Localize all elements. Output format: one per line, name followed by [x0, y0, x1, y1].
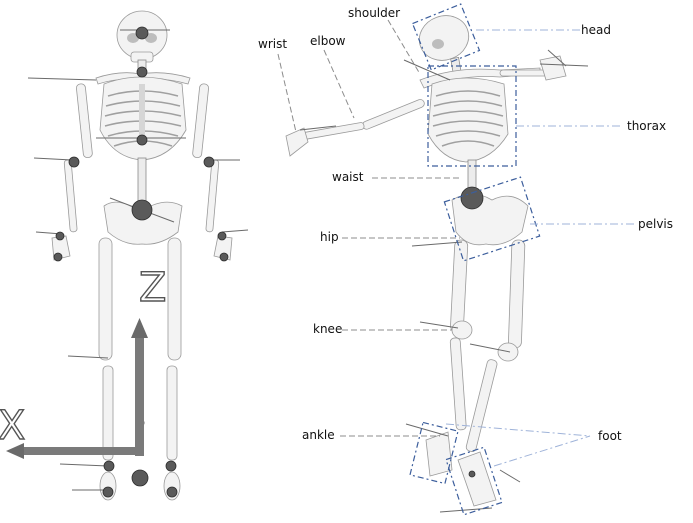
front-eye-socket-right [145, 33, 157, 43]
front-joint-hand-left [219, 252, 229, 262]
label-ankle: ankle [302, 428, 335, 442]
label-hip: hip [320, 230, 339, 244]
front-joint-foot-left [166, 486, 178, 498]
x-axis-arrowhead [6, 443, 24, 459]
front-joint-neck [136, 66, 148, 78]
front-tibia-left [166, 365, 178, 461]
front-joint-elbow-right [68, 156, 80, 168]
posed-hand-left [539, 55, 567, 81]
front-joint-hand-right [53, 252, 63, 262]
segment-leader-lines [445, 29, 636, 467]
front-joint-ankle-right [103, 460, 115, 472]
z-axis-label: Z [138, 265, 167, 311]
front-joint-ankle-left [165, 460, 177, 472]
posed-skeleton [277, 3, 636, 516]
label-knee: knee [313, 322, 343, 336]
label-head: head [581, 23, 611, 37]
label-foot: foot [598, 429, 622, 443]
front-joint-wrist-right [55, 231, 65, 241]
posed-arm-left [499, 69, 549, 77]
front-joint-head [135, 26, 149, 40]
label-elbow: elbow [310, 34, 346, 48]
front-sternum [139, 84, 145, 144]
posed-marker-lines [299, 49, 589, 513]
posed-tibia-right [449, 337, 467, 431]
z-axis-arrow [135, 336, 144, 456]
posed-femur-right [450, 239, 469, 333]
front-joint-pelvis [131, 199, 153, 221]
posed-forearm-right [302, 122, 365, 140]
front-eye-socket-left [127, 33, 139, 43]
z-axis-arrowhead [131, 318, 148, 338]
posed-ribcage [427, 77, 509, 163]
front-skeleton [6, 10, 249, 501]
front-forearm-right [63, 159, 78, 233]
front-forearm-left [205, 159, 220, 233]
posed-foot-left [457, 451, 497, 507]
box-foot-left [445, 446, 503, 516]
front-femur-left [167, 237, 182, 361]
posed-lumbar-spine [467, 159, 477, 191]
posed-ribs [432, 90, 504, 147]
front-humerus-right [76, 83, 93, 159]
front-joint-origin [131, 469, 149, 487]
posed-foot-right [425, 431, 453, 477]
label-shoulder: shoulder [348, 6, 401, 20]
front-femur-right [98, 237, 113, 361]
joint-leader-lines [277, 19, 462, 437]
x-axis-arrow [22, 447, 140, 455]
front-hand-left [213, 235, 233, 261]
label-thorax: thorax [627, 119, 667, 133]
posed-hand-right [285, 127, 309, 157]
front-joint-wrist-left [217, 231, 227, 241]
box-pelvis [443, 176, 541, 262]
front-humerus-left [192, 83, 209, 159]
posed-knee-right [451, 320, 473, 340]
posed-tibia-left [465, 359, 498, 452]
front-joint-thorax [136, 134, 148, 146]
front-joint-elbow-left [203, 156, 215, 168]
label-wrist: wrist [258, 37, 288, 51]
posed-joint-waist [460, 186, 484, 210]
label-pelvis: pelvis [638, 217, 674, 231]
posed-joint-foot [468, 470, 476, 478]
box-foot-right [409, 421, 459, 485]
posed-humerus-right [362, 99, 425, 130]
front-tibia-right [102, 365, 114, 461]
label-waist: waist [332, 170, 364, 184]
posed-eye-socket [432, 39, 444, 49]
x-axis-label: X [0, 403, 26, 449]
box-head [411, 3, 481, 71]
posed-femur-left [508, 239, 526, 349]
box-thorax [427, 65, 517, 167]
front-lumbar-spine [137, 157, 147, 203]
front-joint-foot-right [102, 486, 114, 498]
